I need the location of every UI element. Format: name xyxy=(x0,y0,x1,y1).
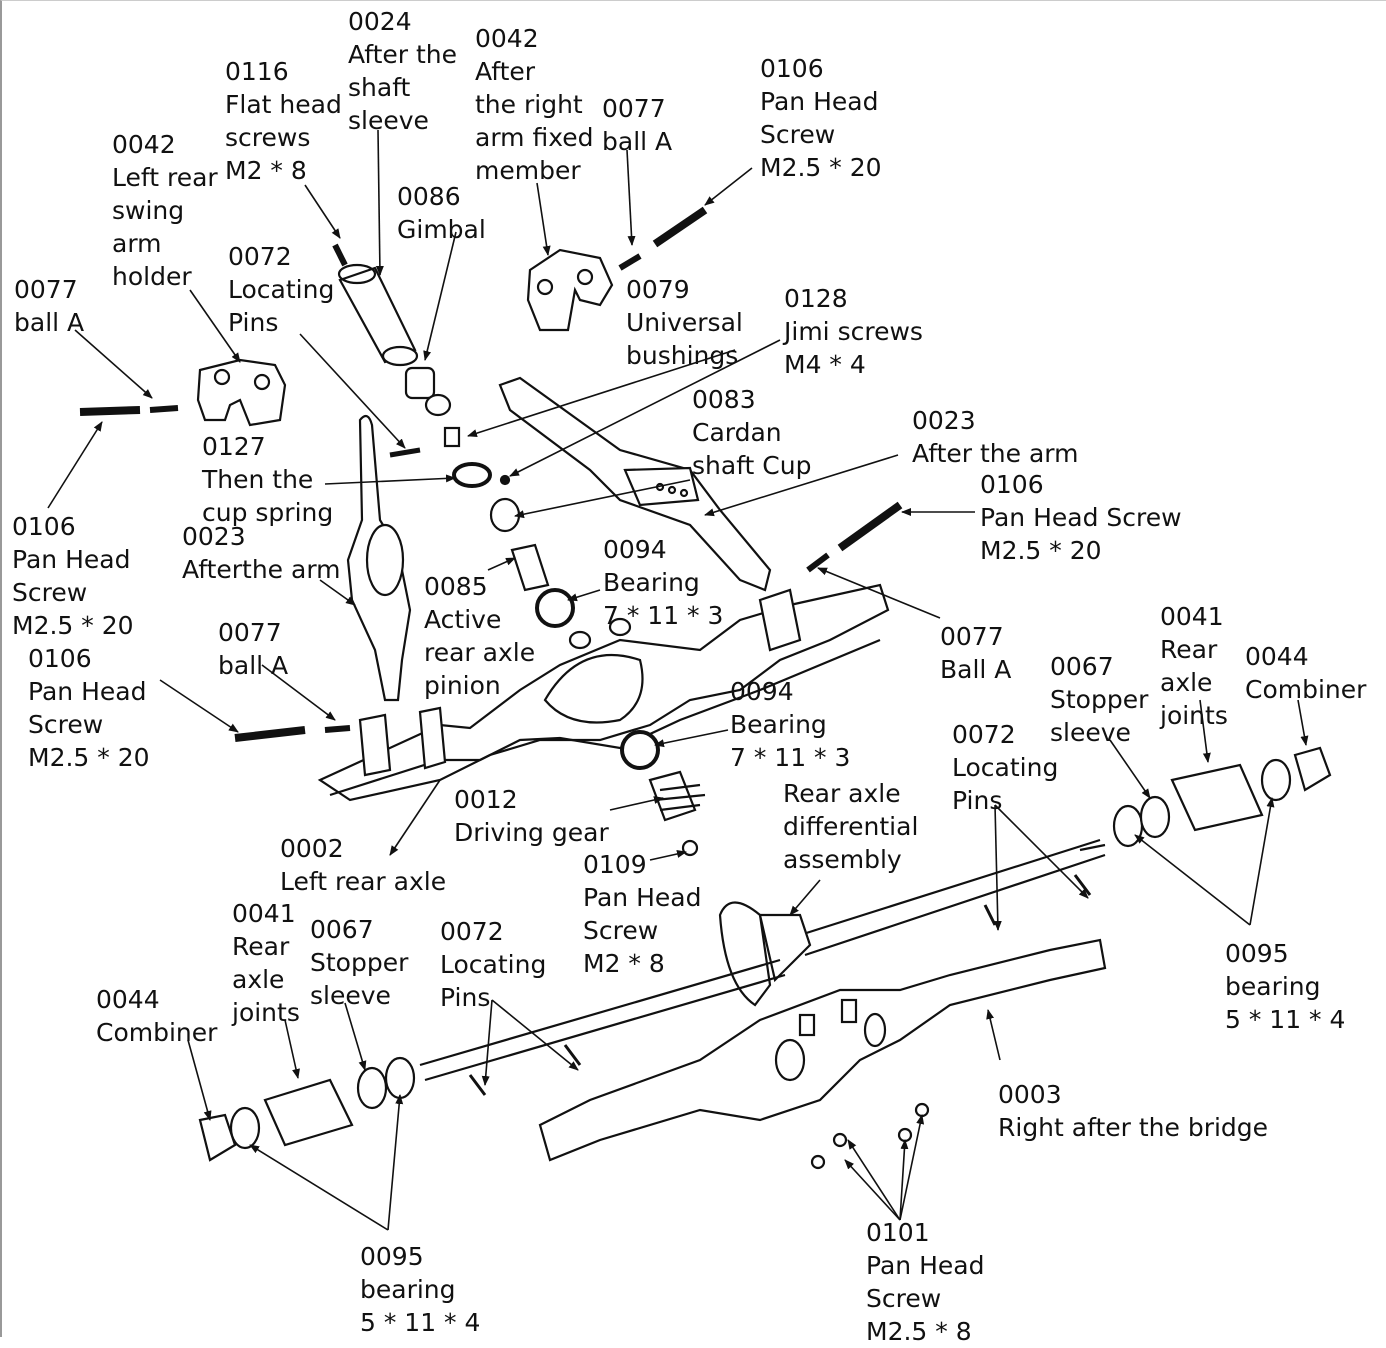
left-arm-part xyxy=(346,414,412,702)
small-components xyxy=(389,426,660,770)
right-bridge-housing xyxy=(538,938,1107,1170)
gimbal-part xyxy=(404,366,452,417)
differential-assembly-part xyxy=(718,901,812,1007)
shaft-sleeve-part xyxy=(337,263,419,367)
screws[interactable] xyxy=(79,206,903,742)
left-rear-axle-housing xyxy=(317,583,890,802)
driving-gear-part xyxy=(648,770,706,857)
right-arm-fixed-member-part xyxy=(526,248,614,332)
lower-axle-shaft xyxy=(198,958,786,1162)
leader-lines xyxy=(47,129,1309,1231)
left-swing-arm-holder-part xyxy=(196,358,287,427)
upper-axle-shaft xyxy=(799,746,1332,957)
